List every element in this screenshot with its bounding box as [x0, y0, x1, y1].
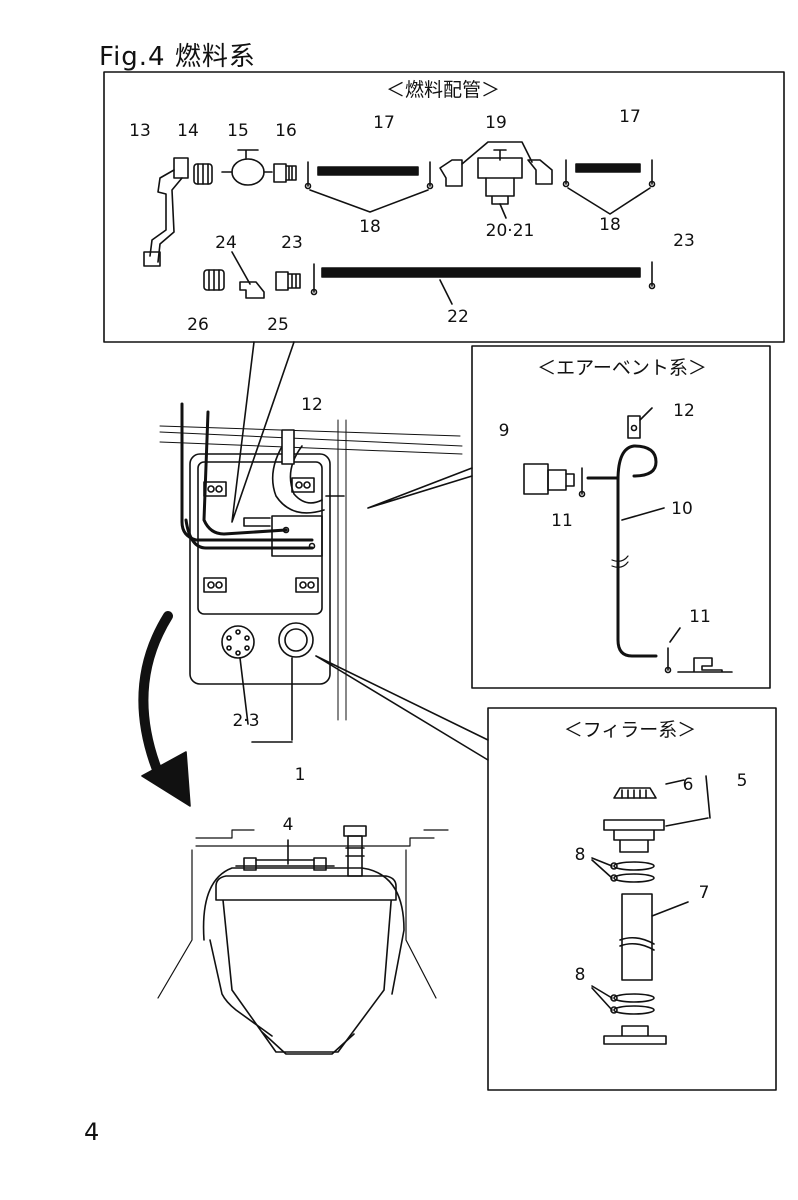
label-6: 6 — [683, 775, 694, 795]
fitting-16 — [273, 163, 297, 183]
fitting-25 — [275, 271, 301, 291]
label-18: 18 — [359, 217, 381, 237]
filler-neck-5 — [603, 775, 711, 853]
nut-26 — [203, 269, 225, 291]
label-17-right: 17 — [619, 107, 641, 127]
nut-14 — [193, 163, 213, 185]
fuel-piping-panel: ＜燃料配管＞ — [103, 71, 785, 523]
figure-title: Fig.4 燃料系 — [99, 42, 256, 72]
filler-panel: ＜フィラー系＞ 6 5 — [487, 707, 777, 1091]
air-vent-hose-10 — [586, 444, 665, 658]
filler-hose-7 — [619, 893, 689, 981]
air-vent-frame — [471, 345, 771, 689]
fuel-outlet-pipe-13 — [143, 157, 189, 267]
label-13: 13 — [129, 121, 151, 141]
fuel-piping-header: ＜燃料配管＞ — [386, 79, 500, 101]
bands-11 — [578, 467, 681, 674]
mount-bolts — [203, 477, 319, 593]
elbow-24 — [231, 251, 265, 299]
filler-header: ＜フィラー系＞ — [564, 719, 697, 741]
tank-port — [603, 1025, 667, 1045]
label-24: 24 — [215, 233, 237, 253]
fuel-hose-17 — [304, 161, 434, 213]
label-5: 5 — [737, 771, 748, 791]
label-17: 17 — [373, 113, 395, 133]
page-number: 4 — [84, 1118, 100, 1146]
label-25: 25 — [267, 315, 289, 335]
air-vent-callout — [367, 467, 473, 509]
label-8-upper: 8 — [575, 845, 586, 865]
tank-top-view: 12 2·3 1 — [159, 395, 489, 785]
fuel-cock-15 — [221, 149, 273, 186]
label-18-right: 18 — [599, 215, 621, 235]
sender-unit-2-3 — [221, 625, 255, 659]
view-arrow — [138, 611, 191, 807]
label-14: 14 — [177, 121, 199, 141]
filler-frame — [487, 707, 777, 1091]
vent-bracket — [677, 657, 733, 673]
filler-neck-side — [343, 825, 367, 877]
air-vent-panel: ＜エアーベント系＞ 9 12 10 11 11 — [367, 345, 771, 689]
clip-12 — [627, 407, 653, 439]
label-15: 15 — [227, 121, 249, 141]
label-9: 9 — [499, 421, 510, 441]
label-11: 11 — [551, 511, 573, 531]
filler-cap-6 — [613, 779, 685, 799]
filler-callout — [315, 655, 489, 761]
air-vent-valve-9 — [523, 463, 575, 495]
bands-8-upper — [591, 857, 655, 883]
elbows-19 — [439, 141, 553, 187]
label-19: 19 — [485, 113, 507, 133]
label-23-right: 23 — [673, 231, 695, 251]
label-7: 7 — [699, 883, 710, 903]
label-12: 12 — [301, 395, 323, 415]
label-26: 26 — [187, 315, 209, 335]
fuel-piping-frame — [103, 71, 785, 343]
bands-8-lower — [591, 985, 655, 1015]
fuel-piping-callout — [231, 341, 295, 523]
label-22: 22 — [447, 307, 469, 327]
tank-side-view: 4 — [157, 815, 449, 1055]
label-23: 23 — [281, 233, 303, 253]
label-16: 16 — [275, 121, 297, 141]
label-2-3: 2·3 — [232, 711, 259, 731]
label-1: 1 — [295, 765, 306, 785]
air-vent-header: ＜エアーベント系＞ — [537, 357, 707, 379]
strainer-20-21 — [477, 149, 523, 219]
label-8-lower: 8 — [575, 965, 586, 985]
label-12-vent: 12 — [673, 401, 695, 421]
fuel-hose-22 — [310, 261, 656, 305]
label-20-21: 20·21 — [486, 221, 535, 241]
fuel-hose-17-right — [562, 159, 656, 215]
label-11-lower: 11 — [689, 607, 711, 627]
label-10: 10 — [671, 499, 693, 519]
filler-neck-top — [278, 622, 314, 658]
label-4: 4 — [283, 815, 294, 835]
